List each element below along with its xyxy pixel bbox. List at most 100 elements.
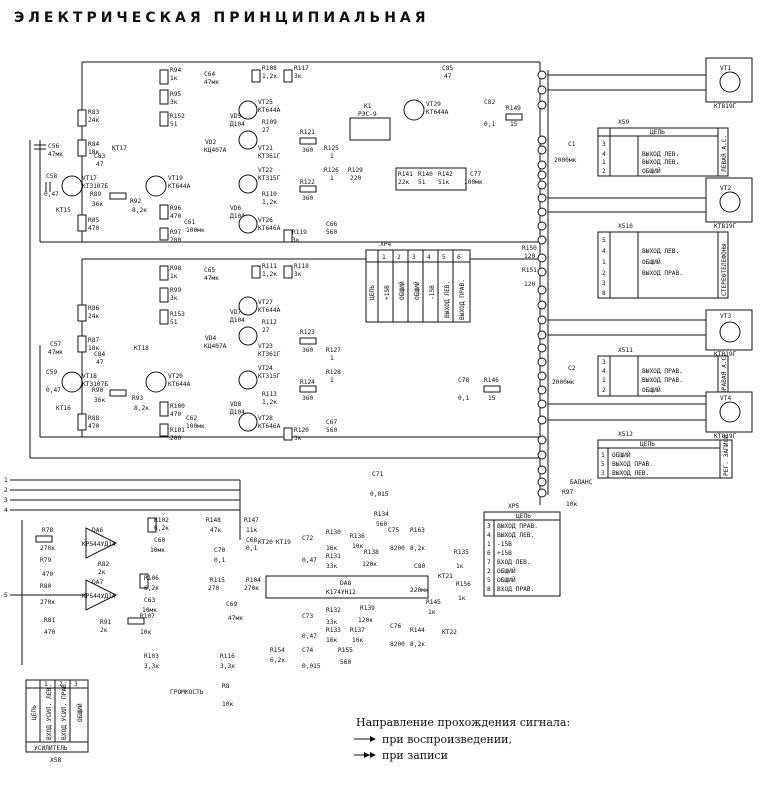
svg-text:33к: 33к xyxy=(326,563,337,570)
svg-text:47мк: 47мк xyxy=(204,275,219,282)
svg-text:1: 1 xyxy=(602,259,606,266)
svg-text:R128: R128 xyxy=(326,369,341,376)
svg-text:R146: R146 xyxy=(484,377,499,384)
svg-text:КТ644А: КТ644А xyxy=(426,109,449,116)
transistor-vt22 xyxy=(238,174,258,194)
svg-text:КТ17: КТ17 xyxy=(112,145,127,152)
svg-text:КТ644А: КТ644А xyxy=(258,107,281,114)
svg-text:6,2к: 6,2к xyxy=(154,525,169,532)
svg-text:R95: R95 xyxy=(170,91,181,98)
svg-text:47: 47 xyxy=(96,161,104,168)
svg-text:R97: R97 xyxy=(170,229,181,236)
svg-text:4: 4 xyxy=(487,532,491,539)
svg-text:ЦЕПЬ: ЦЕПЬ xyxy=(640,441,655,448)
svg-text:КТ18: КТ18 xyxy=(134,345,149,352)
transistor-vt25 xyxy=(238,100,258,120)
opamp-da6 xyxy=(85,527,118,559)
svg-text:R127: R127 xyxy=(326,347,341,354)
svg-text:3,3к: 3,3к xyxy=(144,663,159,670)
bus-pins xyxy=(537,70,547,498)
svg-text:R85: R85 xyxy=(88,217,99,224)
svg-text:ПРАВАЯ А.С.: ПРАВАЯ А.С. xyxy=(721,353,728,394)
svg-text:1к: 1к xyxy=(456,563,464,570)
svg-text:5: 5 xyxy=(4,592,8,599)
svg-text:270к: 270к xyxy=(40,545,55,552)
svg-text:К174УН12: К174УН12 xyxy=(326,589,356,596)
svg-text:VT19: VT19 xyxy=(168,175,183,182)
svg-text:УСИЛИТЕЛЬ: УСИЛИТЕЛЬ xyxy=(34,745,68,752)
svg-text:VD2: VD2 xyxy=(205,139,216,146)
svg-text:С82: С82 xyxy=(484,99,495,106)
svg-text:3: 3 xyxy=(602,141,606,148)
svg-text:R119: R119 xyxy=(292,229,307,236)
svg-text:27: 27 xyxy=(262,127,270,134)
svg-text:С63: С63 xyxy=(144,597,155,604)
svg-text:КТ3107Б: КТ3107Б xyxy=(82,183,108,190)
svg-text:R163: R163 xyxy=(410,527,425,534)
svg-text:ОБЩИЙ: ОБЩИЙ xyxy=(75,703,84,722)
svg-text:VT27: VT27 xyxy=(258,299,273,306)
svg-text:Х512: Х512 xyxy=(618,431,633,438)
svg-text:0,1: 0,1 xyxy=(458,395,469,402)
svg-text:R116: R116 xyxy=(220,653,235,660)
svg-text:R149: R149 xyxy=(506,105,521,112)
svg-text:100мк: 100мк xyxy=(186,423,205,430)
svg-text:R88: R88 xyxy=(88,415,99,422)
svg-text:270к: 270к xyxy=(244,585,259,592)
svg-text:С64: С64 xyxy=(204,71,215,78)
svg-text:Х511: Х511 xyxy=(618,347,633,354)
svg-text:+15В: +15В xyxy=(384,285,391,300)
svg-text:R94: R94 xyxy=(170,67,181,74)
svg-text:R123: R123 xyxy=(300,329,315,336)
svg-text:10к: 10к xyxy=(352,637,363,644)
svg-text:1: 1 xyxy=(382,254,386,261)
svg-text:4: 4 xyxy=(602,368,606,375)
svg-text:2: 2 xyxy=(602,270,606,277)
svg-text:ЦЕПЬ: ЦЕПЬ xyxy=(369,285,376,300)
svg-text:+15В: +15В xyxy=(497,550,512,557)
svg-text:47: 47 xyxy=(96,359,104,366)
svg-text:200: 200 xyxy=(170,435,181,442)
svg-text:100мк: 100мк xyxy=(464,179,483,186)
svg-text:10мк: 10мк xyxy=(150,547,165,554)
transistor-vt28 xyxy=(238,412,258,432)
svg-text:560: 560 xyxy=(376,521,387,528)
svg-text:ЛЕВАЯ А.С.: ЛЕВАЯ А.С. xyxy=(721,135,728,172)
svg-text:R106: R106 xyxy=(144,575,159,582)
svg-text:15: 15 xyxy=(488,395,496,402)
svg-text:R8: R8 xyxy=(222,683,230,690)
output-transistors: VT1 КТ819Г VT2 КТ819Г VT3 КТ819Г VT4 КТ8… xyxy=(548,57,753,440)
svg-text:R92: R92 xyxy=(130,198,141,205)
svg-text:R117: R117 xyxy=(294,65,309,72)
svg-text:0,015: 0,015 xyxy=(302,663,321,670)
svg-text:VT24: VT24 xyxy=(258,365,273,372)
svg-text:VT20: VT20 xyxy=(168,373,183,380)
svg-text:R153: R153 xyxy=(170,311,185,318)
svg-text:ВХОД УСИЛ. ПРАВ.: ВХОД УСИЛ. ПРАВ. xyxy=(61,680,68,740)
svg-text:R120: R120 xyxy=(294,427,309,434)
svg-text:1: 1 xyxy=(330,355,334,362)
svg-text:R140: R140 xyxy=(418,171,433,178)
svg-text:R112: R112 xyxy=(262,319,277,326)
svg-text:ВХОД ПРАВ.: ВХОД ПРАВ. xyxy=(497,586,534,593)
svg-text:КТ315Г: КТ315Г xyxy=(258,373,281,380)
svg-text:100мк: 100мк xyxy=(186,227,205,234)
svg-text:С69: С69 xyxy=(226,601,237,608)
svg-text:КТ21: КТ21 xyxy=(438,573,453,580)
svg-text:2000мк: 2000мк xyxy=(554,157,577,164)
relay-k1 xyxy=(349,117,391,141)
svg-text:VT26: VT26 xyxy=(258,217,273,224)
svg-text:С67: С67 xyxy=(326,419,337,426)
svg-text:0,47: 0,47 xyxy=(302,633,317,640)
svg-text:8200: 8200 xyxy=(390,641,405,648)
svg-text:VT18: VT18 xyxy=(82,373,97,380)
svg-text:R138: R138 xyxy=(364,549,379,556)
transistor-vt24 xyxy=(238,370,258,390)
svg-text:3: 3 xyxy=(602,280,606,287)
svg-text:R142: R142 xyxy=(438,171,453,178)
svg-text:ОБЩИЙ: ОБЩИЙ xyxy=(642,385,661,394)
svg-text:С58: С58 xyxy=(46,173,57,180)
svg-text:С65: С65 xyxy=(204,267,215,274)
svg-text:С84: С84 xyxy=(94,351,105,358)
svg-text:КТ819Г: КТ819Г xyxy=(714,351,737,358)
